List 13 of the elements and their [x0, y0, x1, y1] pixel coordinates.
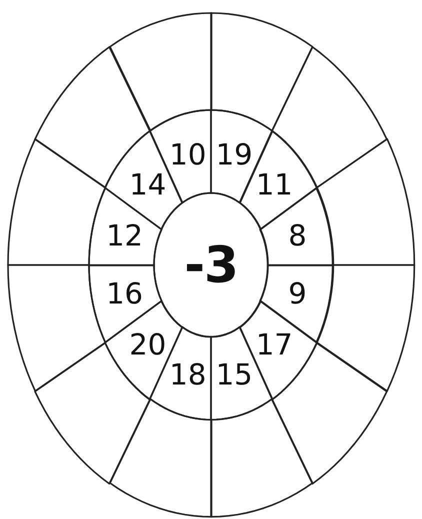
number-label: 18 [169, 360, 206, 390]
number-label: 12 [106, 221, 143, 250]
number-label: 9 [288, 280, 307, 309]
number-label: 20 [129, 330, 166, 360]
number-label: 17 [256, 330, 293, 360]
number-label: 14 [129, 170, 166, 200]
number-label: 11 [256, 170, 293, 200]
number-label: 15 [216, 360, 253, 390]
number-label: 16 [106, 280, 143, 309]
number-label: 10 [169, 140, 206, 170]
number-label: 19 [216, 140, 253, 170]
number-label: 8 [288, 221, 307, 250]
center-number: -3 [184, 240, 238, 290]
